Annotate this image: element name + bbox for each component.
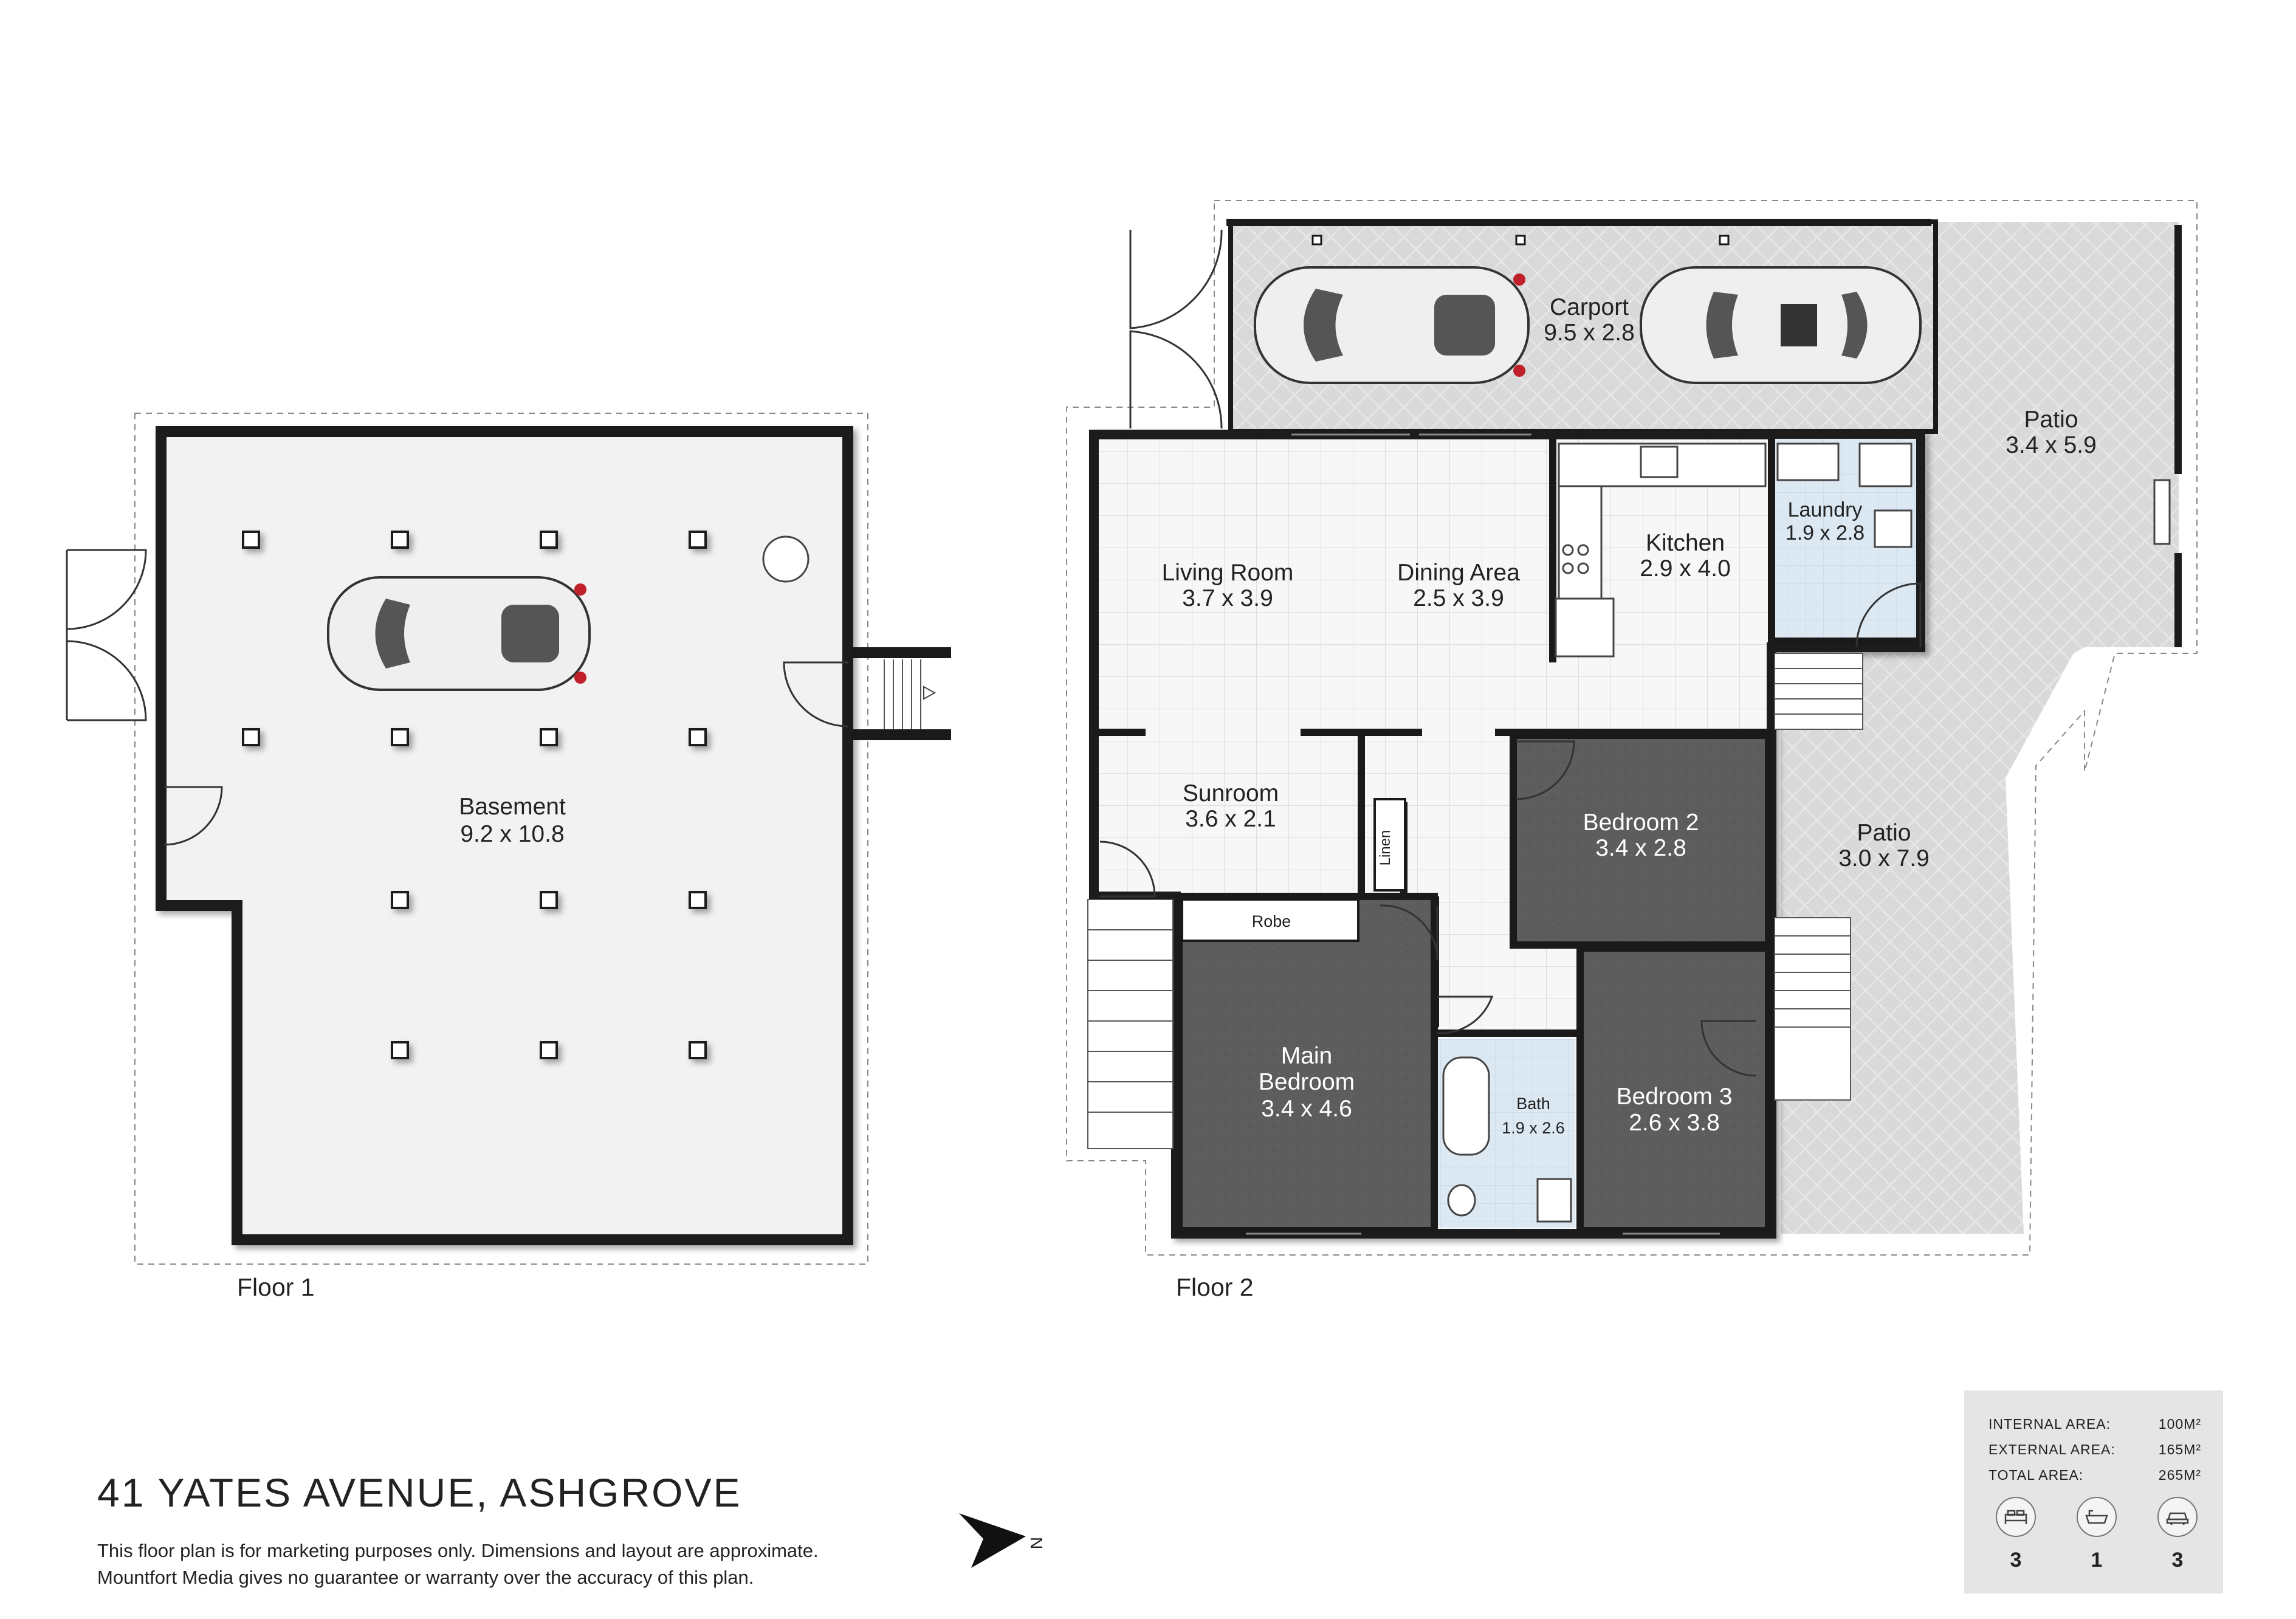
robe-label: Robe bbox=[1252, 912, 1291, 930]
car-spaces-count: 3 bbox=[2171, 1549, 2184, 1572]
basement-dims: 9.2 x 10.8 bbox=[460, 821, 564, 847]
bed-icon bbox=[1996, 1497, 2036, 1537]
patio-upper-area bbox=[1927, 222, 2179, 766]
basement-posts bbox=[242, 531, 707, 1059]
total-area-value: 265M² bbox=[2158, 1467, 2201, 1483]
disclaimer-line-1: This floor plan is for marketing purpose… bbox=[97, 1540, 819, 1561]
bedrooms-count: 3 bbox=[2010, 1549, 2022, 1572]
laundry-dims: 1.9 x 2.8 bbox=[1786, 521, 1865, 545]
bedroom-3-area bbox=[1576, 944, 1772, 1234]
internal-area-value: 100M² bbox=[2158, 1416, 2201, 1432]
sunroom-label: Sunroom bbox=[1183, 780, 1279, 806]
internal-area-row: INTERNAL AREA: 100M² bbox=[1988, 1416, 2201, 1432]
carport-label: Carport bbox=[1550, 294, 1629, 320]
carport-car-2-icon bbox=[1640, 266, 1922, 384]
north-arrow-icon: N bbox=[959, 1513, 1046, 1568]
patio-lower-dims: 3.0 x 7.9 bbox=[1838, 845, 1930, 871]
car-icon bbox=[2157, 1497, 2198, 1537]
floor-2-plan bbox=[1066, 200, 2198, 1256]
bedroom-2-area bbox=[1510, 732, 1772, 949]
floor-1-plan bbox=[66, 413, 951, 1265]
patio-lower-area bbox=[1781, 644, 2078, 1234]
laundry-label: Laundry bbox=[1788, 498, 1863, 521]
basement-side-door bbox=[163, 786, 223, 846]
kitchen-dims: 2.9 x 4.0 bbox=[1640, 555, 1731, 582]
bath-icon bbox=[2077, 1497, 2117, 1537]
disclaimer-line-2: Mountfort Media gives no guarantee or wa… bbox=[97, 1567, 754, 1588]
external-area-label: EXTERNAL AREA: bbox=[1988, 1442, 2116, 1457]
basement-water-tank bbox=[762, 535, 809, 583]
carport-dims: 9.5 x 2.8 bbox=[1544, 320, 1635, 346]
linen-label: Linen bbox=[1377, 830, 1394, 866]
carport-gates bbox=[1129, 229, 1223, 429]
bathrooms-count: 1 bbox=[2091, 1549, 2103, 1572]
room-labels: Basement 9.2 x 10.8 Carport 9.5 x 2.8 Pa… bbox=[459, 294, 2097, 1137]
external-area-row: EXTERNAL AREA: 165M² bbox=[1988, 1442, 2201, 1458]
property-address-title: 41 YATES AVENUE, ASHGROVE bbox=[97, 1470, 742, 1515]
bedroom-3-dims: 2.6 x 3.8 bbox=[1629, 1110, 1720, 1136]
bath-fixtures bbox=[1442, 1056, 1572, 1223]
laundry-fixtures bbox=[1776, 442, 1913, 548]
total-area-row: TOTAL AREA: 265M² bbox=[1988, 1467, 2201, 1483]
robe-area bbox=[1181, 898, 1359, 942]
dining-area-label: Dining Area bbox=[1397, 560, 1520, 586]
external-area-value: 165M² bbox=[2158, 1442, 2201, 1457]
patio-upper-label: Patio bbox=[2024, 407, 2078, 433]
area-summary-panel: INTERNAL AREA: 100M² EXTERNAL AREA: 165M… bbox=[1964, 1390, 2223, 1593]
main-bedroom-dims: 3.4 x 4.6 bbox=[1261, 1096, 1352, 1122]
living-room-label: Living Room bbox=[1162, 560, 1294, 586]
main-bedroom-area bbox=[1175, 893, 1438, 1234]
basement-double-door bbox=[66, 549, 147, 721]
patio-balustrade bbox=[2153, 225, 2182, 647]
patio-lower-label: Patio bbox=[1857, 820, 1911, 846]
linen-cupboard bbox=[1373, 798, 1406, 892]
total-area-label: TOTAL AREA: bbox=[1988, 1467, 2084, 1483]
dining-area-dims: 2.5 x 3.9 bbox=[1413, 585, 1504, 611]
sunroom-dims: 3.6 x 2.1 bbox=[1185, 806, 1276, 832]
disclaimer: This floor plan is for marketing purpose… bbox=[97, 1538, 978, 1591]
basement-stairs bbox=[851, 647, 951, 740]
carport-car-1-icon bbox=[1254, 266, 1530, 384]
stairs-laundry bbox=[1774, 653, 1863, 730]
basement-label: Basement bbox=[459, 794, 566, 820]
stairs-east bbox=[1774, 917, 1851, 1101]
bedroom-3-label: Bedroom 3 bbox=[1617, 1084, 1733, 1110]
patio-upper-dims: 3.4 x 5.9 bbox=[2006, 432, 2097, 458]
kitchen-fixtures bbox=[1555, 442, 1767, 658]
floor-1-label: Floor 1 bbox=[237, 1273, 315, 1301]
bath-dims: 1.9 x 2.6 bbox=[1502, 1119, 1565, 1137]
bedroom-2-dims: 3.4 x 2.8 bbox=[1595, 835, 1686, 861]
kitchen-label: Kitchen bbox=[1646, 530, 1725, 556]
north-label: N bbox=[1027, 1537, 1046, 1549]
internal-area-label: INTERNAL AREA: bbox=[1988, 1416, 2111, 1432]
basement-car-icon bbox=[327, 576, 591, 691]
basement-right-door bbox=[783, 661, 848, 727]
stairs-west bbox=[1087, 899, 1174, 1149]
interior-walls bbox=[1094, 438, 1920, 1234]
floor-2-doors bbox=[1099, 582, 1922, 1077]
bedroom-2-label: Bedroom 2 bbox=[1583, 810, 1699, 836]
floor-2-label: Floor 2 bbox=[1176, 1273, 1254, 1301]
bath-label: Bath bbox=[1516, 1095, 1550, 1113]
living-room-dims: 3.7 x 3.9 bbox=[1182, 585, 1273, 611]
